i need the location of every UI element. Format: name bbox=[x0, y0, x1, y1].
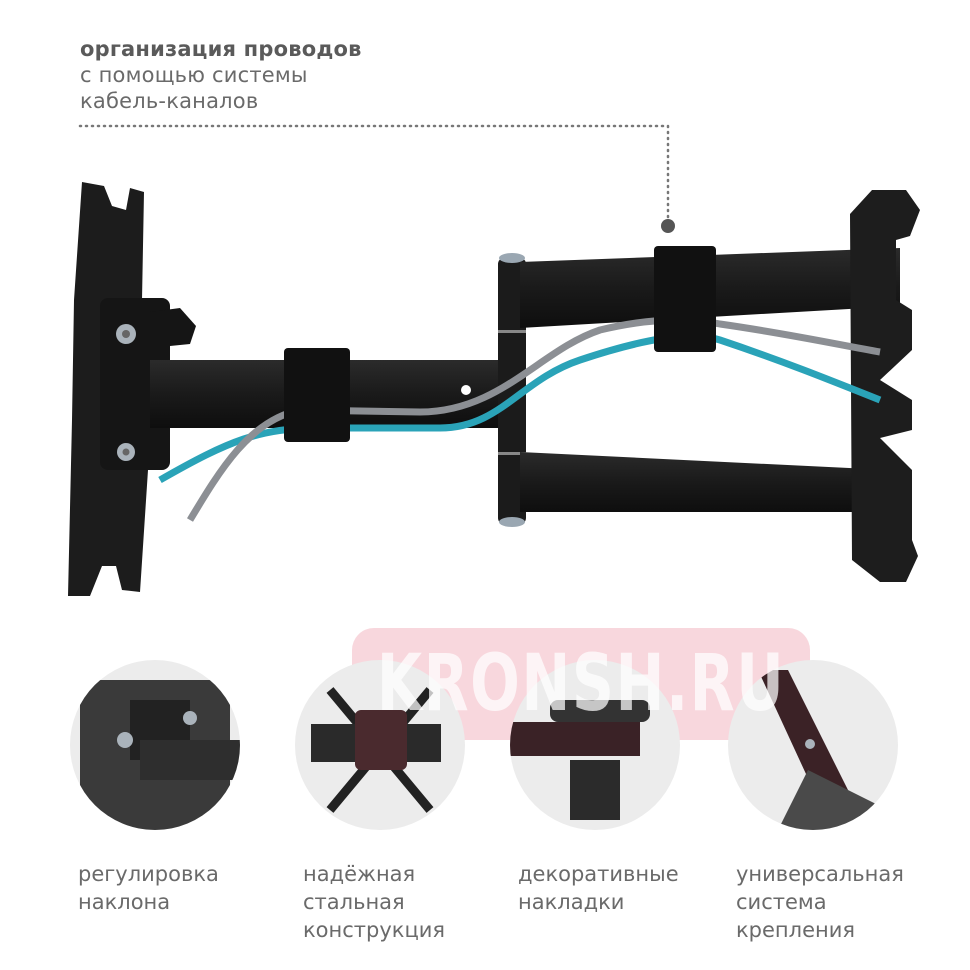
callout-line-3: кабель-каналов bbox=[80, 89, 259, 113]
decorative-cover-photo-icon bbox=[510, 660, 680, 830]
watermark-text: KRONSH.RU bbox=[376, 639, 786, 729]
steel-bracket-photo-icon bbox=[295, 660, 465, 830]
tilt-adjust-photo-icon bbox=[70, 660, 240, 830]
wall-mount-bracket-illustration bbox=[68, 182, 920, 596]
callout-text: организация проводов с помощью системы к… bbox=[80, 36, 362, 114]
callout-title: организация проводов bbox=[80, 37, 362, 61]
callout-line-2: с помощью системы bbox=[80, 63, 308, 87]
vesa-mount-photo-icon bbox=[728, 660, 898, 830]
